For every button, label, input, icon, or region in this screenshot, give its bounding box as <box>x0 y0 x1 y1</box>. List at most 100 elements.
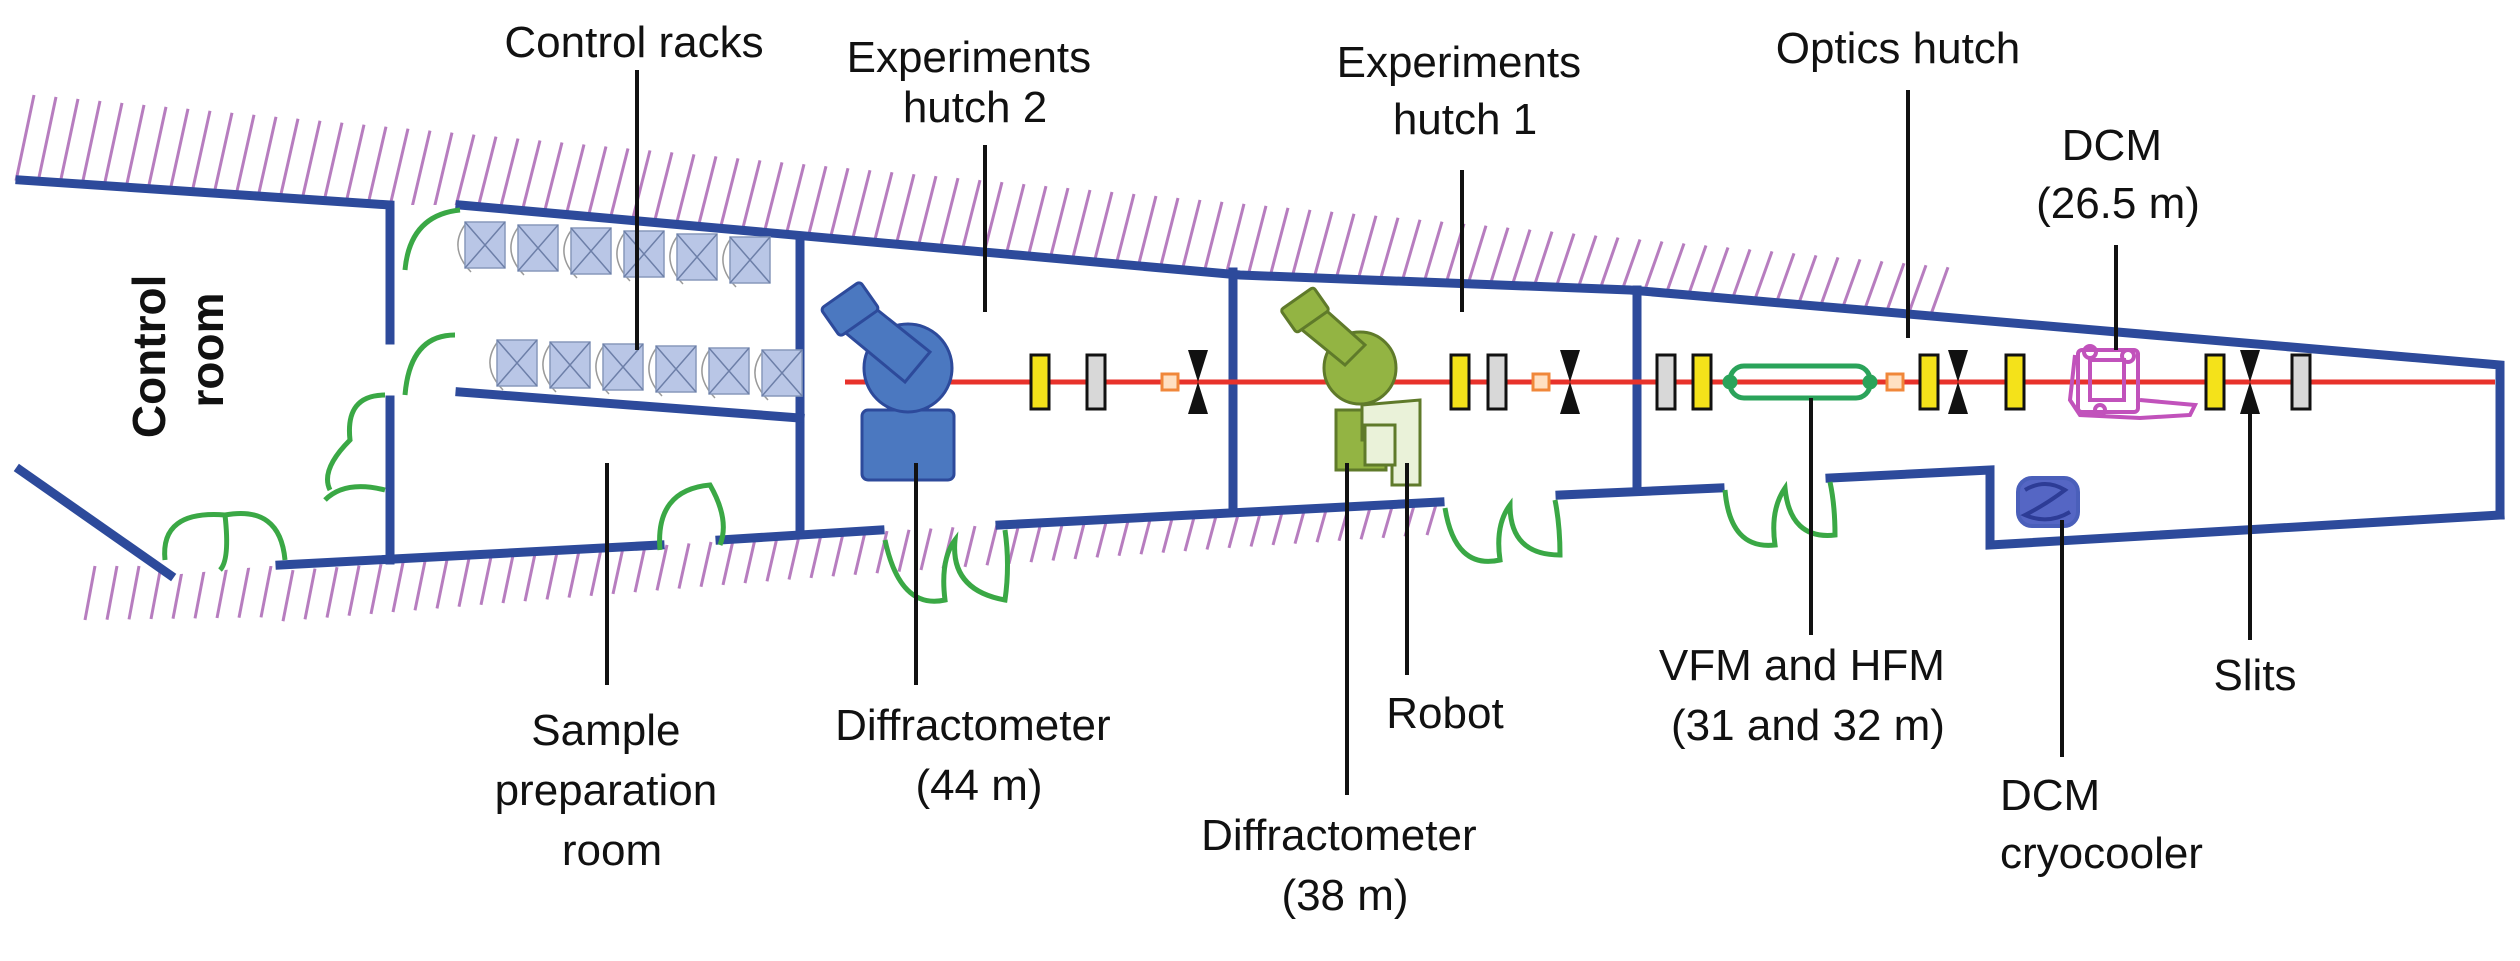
label-control-racks: Control racks <box>504 18 763 67</box>
hatch-mark-top <box>344 124 366 204</box>
beam-yellow-element <box>1691 353 1713 411</box>
hatch-mark-top <box>278 118 300 199</box>
hatch-mark-bottom <box>303 568 317 620</box>
beam-grey-element <box>1486 353 1508 411</box>
shielding-hatch-top <box>14 94 1950 318</box>
rack-cross <box>729 236 771 284</box>
hatch-mark-bottom <box>1007 523 1021 565</box>
hatch-mark-top <box>520 140 542 213</box>
robot-gripper <box>1363 423 1397 467</box>
wall-bottom-e <box>1825 465 2505 550</box>
label-exp-hutch1-line2: hutch 1 <box>1393 95 1537 144</box>
hatch-mark-bottom <box>919 528 933 571</box>
label-sample-prep-line3: room <box>562 826 662 875</box>
hatch-mark-bottom <box>831 533 845 577</box>
hatch-mark-bottom <box>567 550 581 598</box>
label-optics-hutch: Optics hutch <box>1776 24 2021 73</box>
hatch-mark-top <box>1246 205 1268 277</box>
hatch-mark-bottom <box>127 565 141 620</box>
shielding-hatch-bottom <box>83 500 1439 622</box>
hatch-mark-top <box>1400 219 1422 283</box>
hatch-mark-top <box>1730 248 1752 301</box>
hatch-mark-top <box>1026 185 1048 258</box>
hatch-mark-bottom <box>281 569 295 622</box>
hatch-mark-top <box>1092 191 1114 264</box>
hatch-mark-top <box>894 173 916 246</box>
dcm-outline <box>2067 354 2199 421</box>
hatch-mark-top <box>58 98 80 184</box>
label-vfm-hfm-line1: VFM and HFM <box>1659 641 1945 690</box>
hatch-mark-bottom <box>347 565 361 617</box>
label-exp-hutch1-line1: Experiments <box>1337 38 1582 87</box>
hatch-mark-top <box>1554 233 1576 289</box>
hatch-mark-top <box>1466 225 1488 285</box>
door-control-a <box>325 392 386 492</box>
hatch-mark-top <box>1378 217 1400 282</box>
hatch-mark-top <box>1620 239 1642 292</box>
hatch-mark-bottom <box>1205 511 1219 550</box>
hatch-mark-top <box>498 138 520 211</box>
beam-slit-element <box>1188 350 1208 414</box>
hatch-mark-top <box>1686 244 1708 297</box>
rack-cross <box>676 233 718 281</box>
beam-orange-element <box>1885 372 1905 392</box>
hatch-mark-top <box>190 110 212 193</box>
hatch-mark-top <box>674 154 696 227</box>
dcm-inner <box>2088 358 2126 402</box>
hatch-mark-top <box>696 156 718 228</box>
hatch-mark-top <box>1136 195 1158 268</box>
hatch-mark-top <box>80 100 102 186</box>
hatch-mark-top <box>146 106 168 190</box>
rack-cross <box>761 349 803 397</box>
hatch-mark-bottom <box>589 549 603 597</box>
hatch-mark-bottom <box>765 537 779 582</box>
hatch-mark-top <box>300 120 322 201</box>
hatch-mark-top <box>1532 231 1554 288</box>
hatch-mark-bottom <box>985 524 999 566</box>
beam-slit-element <box>1560 350 1580 414</box>
diffractometer-44m <box>820 281 956 482</box>
beam-slit-element <box>2240 350 2260 414</box>
beam-grey-element <box>1655 353 1677 411</box>
hatch-mark-bottom <box>1293 507 1307 545</box>
hatch-mark-top <box>1290 209 1312 278</box>
hatch-mark-top <box>542 142 564 215</box>
wall-top <box>455 200 2505 520</box>
hatch-mark-top <box>828 167 850 240</box>
beam-yellow-element <box>1918 353 1940 411</box>
hatch-mark-bottom <box>875 530 889 574</box>
door-bottom-left-b <box>224 511 288 561</box>
hatch-mark-bottom <box>259 565 273 618</box>
hatch-mark-top <box>476 136 498 209</box>
door-rack-mid <box>402 332 456 396</box>
hatch-mark-top <box>454 134 476 207</box>
labels: Control racks Experiments hutch 2 Experi… <box>123 18 2297 920</box>
hatch-mark-top <box>1422 221 1444 284</box>
hatch-mark-bottom <box>457 557 471 607</box>
label-diffractometer-38: Diffractometer (38 m) <box>1201 811 1489 920</box>
rack-cross <box>655 345 697 393</box>
label-diffractometer-44: Diffractometer (44 m) <box>835 701 1123 810</box>
building-interior <box>20 180 2500 575</box>
hatch-mark-bottom <box>699 541 713 588</box>
hatch-mark-top <box>630 150 652 223</box>
beam-orange-element <box>1160 372 1180 392</box>
hatch-mark-bottom <box>545 552 559 600</box>
hatch-mark-bottom <box>721 540 735 586</box>
label-diffractometer-38-line2: (38 m) <box>1281 871 1408 920</box>
label-exp-hutch2: Experiments hutch 2 <box>847 33 1104 132</box>
label-control-room: Control room <box>123 262 233 438</box>
leader-lines <box>605 70 2252 795</box>
dcm-body <box>2076 348 2140 414</box>
hatch-mark-bottom <box>611 547 625 595</box>
hatch-mark-top <box>960 179 982 252</box>
beam-yellow-element <box>1449 353 1471 411</box>
hatch-mark-bottom <box>83 565 97 621</box>
beam-grey-element <box>1085 353 1107 411</box>
hatch-mark-top <box>938 177 960 250</box>
hatch-mark-bottom <box>897 529 911 572</box>
label-sample-prep-line2: preparation <box>495 766 718 815</box>
hatch-mark-top <box>1114 193 1136 266</box>
label-vfm-hfm-line2: (31 and 32 m) <box>1671 701 1945 750</box>
